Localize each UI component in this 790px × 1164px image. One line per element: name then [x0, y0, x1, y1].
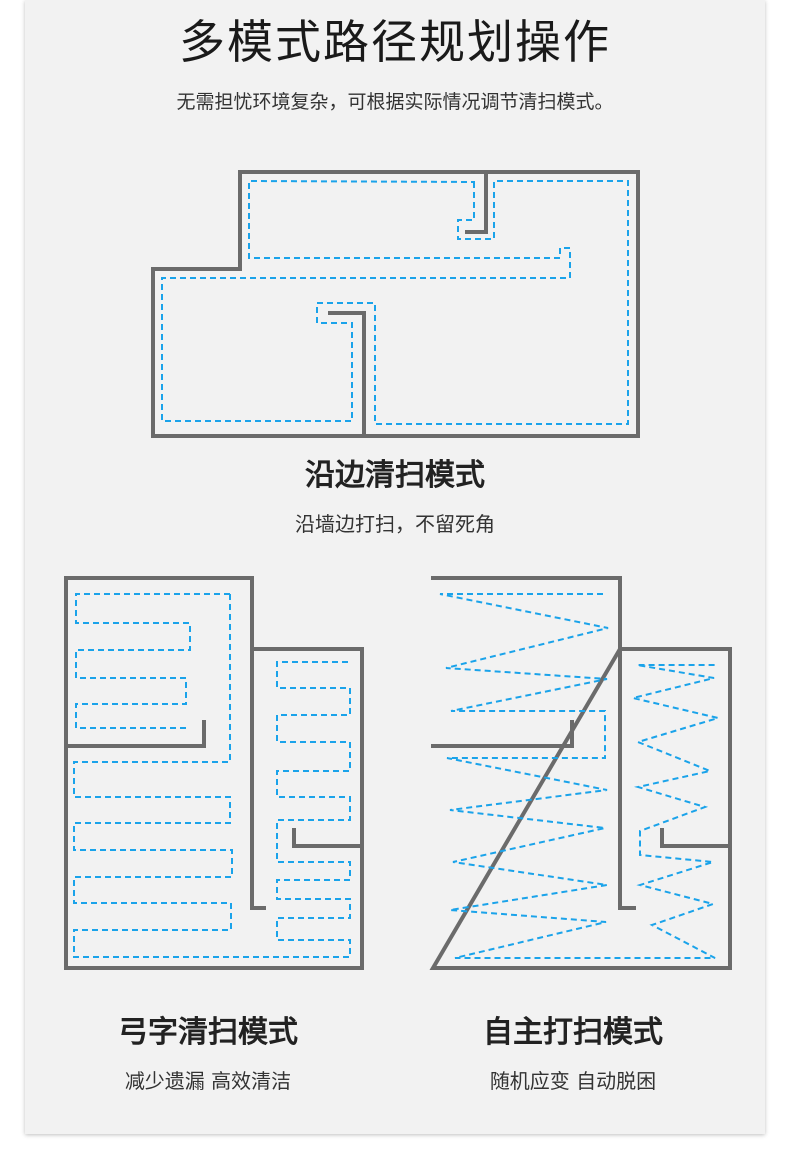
- edge-mode-name: 沿边清扫模式: [305, 458, 485, 493]
- page-subtitle: 无需担忧环境复杂，可根据实际情况调节清扫模式。: [176, 91, 614, 113]
- auto-mode-walls: [429, 576, 732, 970]
- edge-mode-desc: 沿墙边打扫，不留死角: [295, 512, 495, 536]
- zigzag-mode-diagram: [64, 576, 364, 970]
- zigzag-mode-name: 弓字清扫模式: [118, 1015, 298, 1050]
- zigzag-mode-path-left: [73, 593, 351, 958]
- auto-mode-desc: 随机应变 自动脱困: [489, 1069, 657, 1093]
- auto-mode-path-left: [439, 593, 722, 959]
- edge-mode-diagram: [151, 170, 640, 438]
- auto-mode-name: 自主打扫模式: [483, 1015, 663, 1050]
- auto-mode-diagram: [429, 576, 732, 970]
- page-title: 多模式路径规划操作: [179, 15, 611, 69]
- content-panel: [25, 0, 765, 1134]
- zigzag-mode-desc: 减少遗漏 高效清洁: [124, 1069, 292, 1093]
- edge-mode-walls: [151, 170, 640, 438]
- edge-mode-path-top: [161, 179, 629, 425]
- zigzag-mode-walls: [64, 576, 364, 970]
